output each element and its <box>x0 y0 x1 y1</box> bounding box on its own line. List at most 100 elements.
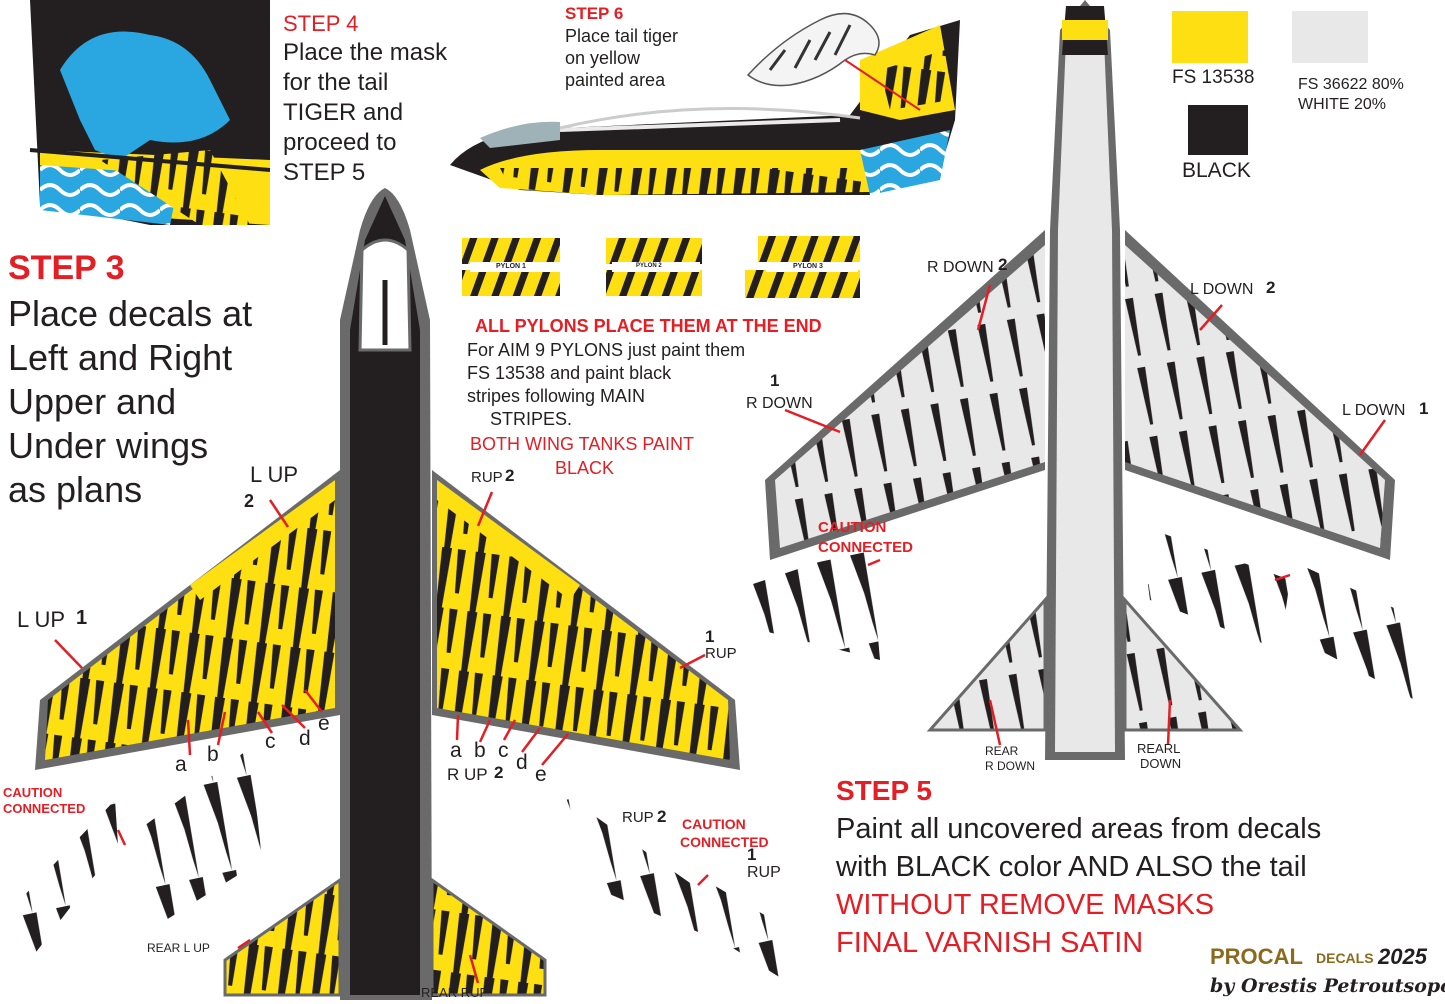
letter-c-left: c <box>265 730 276 753</box>
pylon-3-label: PYLON 3 <box>793 263 823 270</box>
swatch-grey-label: FS 36622 80% <box>1298 76 1404 93</box>
letter-d-left: d <box>299 727 311 750</box>
letter-b-right: b <box>474 739 486 762</box>
tail-detail-figure <box>29 0 271 225</box>
brand-sub: DECALS <box>1316 950 1374 966</box>
letter-c-right: c <box>498 739 509 762</box>
step5-red-1: WITHOUT REMOVE MASKS <box>836 889 1215 921</box>
step6-title: STEP 6 <box>565 4 624 23</box>
label-rear-l-up: REAR L UP <box>147 941 210 955</box>
pylon-2-label: PYLON 2 <box>636 263 662 269</box>
step5-red-2: FINAL VARNISH SATIN <box>836 927 1144 959</box>
step3-line-1: Place decals at <box>8 293 253 334</box>
aim-note-2: FS 13538 and paint black <box>467 363 672 383</box>
label-l-down-2: L DOWN <box>1190 281 1254 298</box>
pylon-1-label: PYLON 1 <box>496 263 526 270</box>
label-rear-rup: REAR RUP <box>421 985 489 1000</box>
letter-a-left: a <box>175 753 187 776</box>
label-rup-1-decal: RUP <box>747 864 781 881</box>
step5-line-1: Paint all uncovered areas from decals <box>836 813 1322 845</box>
label-rear-l-down: DOWN <box>1140 756 1182 771</box>
brand-year: 2025 <box>1378 944 1427 969</box>
step3-title: STEP 3 <box>8 249 125 287</box>
decal-under-left <box>750 545 880 660</box>
label-rup-1-num: 1 <box>705 627 715 646</box>
letter-d-right: d <box>516 751 528 774</box>
decal-left-inner <box>125 748 262 930</box>
letter-e-left: e <box>318 712 330 735</box>
label-r-down-1: R DOWN <box>746 395 813 412</box>
brand-name: PROCAL <box>1210 944 1303 969</box>
label-r-down-2-num: 2 <box>998 255 1008 274</box>
top-view-aircraft <box>35 188 740 1000</box>
caution-left-2: CONNECTED <box>3 801 86 816</box>
letter-a-right: a <box>450 739 462 762</box>
step4-line-3: TIGER and <box>283 99 404 126</box>
label-rear-r-down: R DOWN <box>985 759 1035 773</box>
step4-line-4: proceed to <box>283 129 397 156</box>
swatch-black-label: BLACK <box>1182 159 1251 182</box>
step4-title: STEP 4 <box>283 11 359 36</box>
label-rear-r: REAR <box>985 744 1019 758</box>
aim-note-3: stripes following MAIN <box>467 386 646 406</box>
caution-under-1: CAUTION <box>818 519 887 536</box>
side-profile-figure <box>450 20 960 195</box>
tanks-note-1: BOTH WING TANKS PAINT <box>470 434 695 454</box>
leader-lines <box>54 284 1387 984</box>
label-rear-l: REARL <box>1137 741 1181 756</box>
label-l-down-1-num: 1 <box>1419 399 1429 418</box>
swatch-grey-label-2: WHITE 20% <box>1298 96 1387 113</box>
step6-line-2: on yellow <box>565 48 641 68</box>
step6-line-1: Place tail tiger <box>565 26 679 46</box>
step5-title: STEP 5 <box>836 775 932 806</box>
decal-under-right <box>1140 525 1290 650</box>
pylon-decals <box>462 236 860 298</box>
step3-line-4: Under wings <box>8 425 209 466</box>
label-r-up-2-flap-num: 2 <box>494 763 504 782</box>
swatch-yellow-label: FS 13538 <box>1172 67 1255 88</box>
tanks-note-2: BLACK <box>555 458 615 478</box>
caution-under-2: CONNECTED <box>818 539 914 556</box>
label-l-up-1-num: 1 <box>76 607 88 629</box>
aim-note-1: For AIM 9 PYLONS just paint them <box>467 340 746 360</box>
label-rup-2-decal: RUP <box>622 809 654 826</box>
pylons-heading: ALL PYLONS PLACE THEM AT THE END <box>475 316 822 336</box>
label-l-up-1: L UP <box>17 607 66 632</box>
label-l-up-2-num: 2 <box>244 491 255 511</box>
aim-note-4: STRIPES. <box>490 409 573 429</box>
step3-line-5: as plans <box>8 469 143 510</box>
label-r-down-1-num: 1 <box>770 371 780 390</box>
label-l-down-1: L DOWN <box>1342 402 1406 419</box>
label-rup-2-decal-num: 2 <box>657 807 667 826</box>
decal-right-inner <box>565 795 705 935</box>
tiger-emblem <box>746 12 880 87</box>
step5-line-2: with BLACK color AND ALSO the tail <box>836 851 1307 883</box>
label-rup-1: RUP <box>705 645 737 662</box>
label-rup-2: RUP <box>471 469 503 486</box>
decal-under-right-outer <box>1290 560 1420 700</box>
caution-right-1: CAUTION <box>682 816 746 832</box>
bottom-view-aircraft <box>765 0 1395 760</box>
label-r-up-2-flap: R UP <box>447 765 488 784</box>
brand-author: by Orestis Petroutsopoulos <box>1210 975 1445 997</box>
label-r-down-2: R DOWN <box>927 259 994 276</box>
swatch-grey <box>1292 11 1368 63</box>
caution-right-2: CONNECTED <box>680 834 769 850</box>
label-rup-1-decal-num: 1 <box>747 845 757 864</box>
swatch-yellow <box>1172 11 1248 63</box>
step4-line-1: Place the mask <box>283 39 448 66</box>
step3-line-2: Left and Right <box>8 337 233 378</box>
step4-line-2: for the tail <box>283 69 389 96</box>
swatch-black <box>1188 105 1248 155</box>
caution-left-1: CAUTION <box>3 785 63 800</box>
step3-line-3: Upper and <box>8 381 177 422</box>
letter-b-left: b <box>207 743 219 766</box>
decal-right-outer <box>705 880 800 990</box>
decal-left-outer <box>20 800 118 960</box>
step6-line-3: painted area <box>565 70 666 90</box>
step4-line-5: STEP 5 <box>283 159 366 186</box>
label-l-down-2-num: 2 <box>1266 278 1276 297</box>
letter-e-right: e <box>535 763 547 786</box>
label-rup-2-num: 2 <box>505 466 515 485</box>
